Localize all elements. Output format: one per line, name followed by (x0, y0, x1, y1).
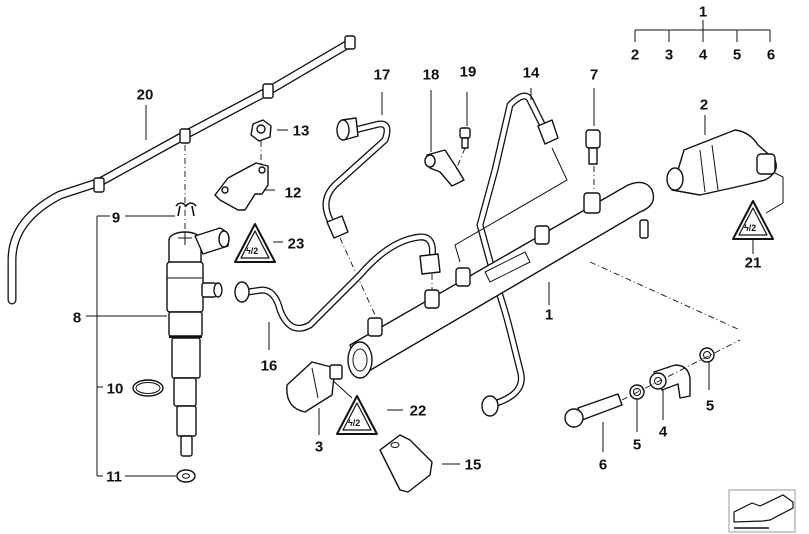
callout-2[interactable]: 2 (699, 96, 709, 114)
return-connector-part-4[interactable] (649, 364, 691, 399)
callout-13[interactable]: 13 (292, 122, 310, 140)
callout-22[interactable]: 22 (409, 402, 427, 420)
rail-pressure-sensor-part-3[interactable] (286, 361, 343, 413)
callout-4[interactable]: 4 (658, 423, 668, 441)
callout-8[interactable]: 8 (72, 309, 82, 327)
callout-21[interactable]: 21 (744, 254, 762, 272)
callout-12[interactable]: 12 (284, 184, 302, 202)
nut-part-13[interactable] (250, 119, 272, 142)
injector-part-8[interactable] (166, 227, 230, 457)
legend-tree-lines (634, 20, 771, 42)
hollow-bolt-part-6[interactable] (564, 393, 623, 428)
svg-text:ϟ/2: ϟ/2 (744, 223, 756, 233)
holder-clamp-part-18[interactable] (424, 149, 465, 187)
injection-line-part-17[interactable] (322, 117, 391, 239)
callout-1-legend: 1 (698, 3, 708, 21)
warning-label-part-21[interactable]: ϟ/2 (732, 200, 774, 240)
callout-19[interactable]: 19 (459, 63, 477, 81)
callout-6-legend: 6 (766, 46, 776, 64)
callout-2-legend: 2 (630, 46, 640, 64)
callout-18[interactable]: 18 (422, 66, 440, 84)
callout-5-upper[interactable]: 5 (705, 397, 715, 415)
injection-line-part-16[interactable] (234, 233, 441, 332)
callout-7[interactable]: 7 (589, 66, 599, 84)
callout-23[interactable]: 23 (287, 235, 305, 253)
callout-1[interactable]: 1 (544, 306, 554, 324)
callout-9[interactable]: 9 (111, 209, 121, 227)
callout-17[interactable]: 17 (373, 66, 391, 84)
high-pressure-rail-part-1[interactable] (347, 181, 655, 379)
warning-label-part-22[interactable]: ϟ/2 (336, 395, 378, 435)
callout-15[interactable]: 15 (464, 456, 482, 474)
bolt-part-19[interactable] (459, 127, 471, 149)
pressure-regulating-valve-part-2[interactable] (666, 129, 777, 196)
injection-line-part-14[interactable] (476, 92, 559, 417)
svg-text:ϟ/2: ϟ/2 (348, 418, 360, 428)
svg-text:ϟ/2: ϟ/2 (246, 246, 258, 256)
warning-label-part-23[interactable]: ϟ/2 (234, 223, 276, 263)
retaining-clip-part-9[interactable] (175, 202, 197, 217)
forward-arrow-icon[interactable] (728, 489, 796, 533)
callout-20[interactable]: 20 (136, 86, 154, 104)
callout-10[interactable]: 10 (106, 380, 124, 398)
callout-11[interactable]: 11 (106, 468, 122, 486)
callout-16[interactable]: 16 (260, 357, 278, 375)
callout-3[interactable]: 3 (314, 438, 324, 456)
sealing-ring-part-5b[interactable] (699, 347, 715, 363)
callout-4-legend: 4 (698, 46, 708, 64)
callout-6[interactable]: 6 (598, 456, 608, 474)
callout-5-legend: 5 (732, 46, 742, 64)
hex-screw-part-7[interactable] (585, 129, 601, 165)
clamp-bracket-part-12[interactable] (214, 162, 269, 211)
callout-14[interactable]: 14 (522, 64, 540, 82)
callout-5-lower[interactable]: 5 (632, 436, 642, 454)
sealing-washer-part-11[interactable] (176, 469, 196, 483)
leak-off-hose-part-20[interactable] (7, 35, 356, 305)
o-ring-part-10[interactable] (132, 379, 164, 397)
protective-cap-part-15[interactable] (379, 434, 433, 493)
callout-3-legend: 3 (664, 46, 674, 64)
injector-group-bracket (86, 215, 176, 477)
